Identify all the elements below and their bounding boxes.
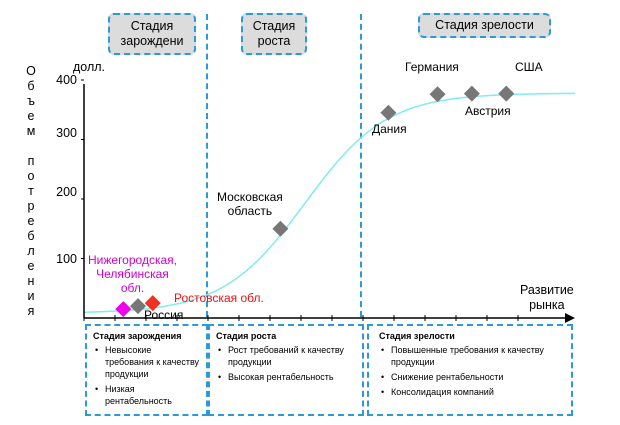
y-axis-title-letter: б [27,79,35,93]
y-axis-title-letter: м [26,124,36,138]
label-line: Челябинская [96,267,169,281]
label-line: Московская [217,190,283,204]
label-moscow: Московская область [217,190,283,218]
y-axis-title-letter: е [27,109,35,123]
data-point-marker [463,85,480,102]
y-tick-label: 200 [56,185,77,199]
x-axis-title-line1: Развитие [520,283,574,297]
stage-header-growth: Стадия роста [241,13,307,55]
y-axis-title-letter: р [27,199,35,213]
label-denmark: Дания [372,122,407,136]
label-line: Нижегородская, [88,253,177,267]
y-axis-title-letter: п [27,154,35,168]
label-nizhny-chelyabinsk: Нижегородская, Челябинская обл. [88,253,177,295]
y-axis-title-letter: т [28,184,34,198]
description-list: Рост требований к качеству продукции Выс… [216,344,356,383]
x-axis-title: Развитие рынка [520,283,574,313]
label-germany: Германия [405,60,459,74]
stage-header-maturity: Стадия зрелости [418,13,551,38]
y-axis-title-letter: я [27,304,35,318]
description-item: Невысокие требования к качеству продукци… [95,344,200,380]
stage-header-emergence: Стадия зарождени [108,13,196,55]
label-line: обл. [120,281,145,295]
data-point-marker [130,298,147,315]
description-item: Снижение рентабельности [381,371,565,383]
y-axis-title-letter: О [26,64,36,78]
description-item: Высокая рентабельность [218,371,356,383]
label-line: область [227,204,273,218]
description-title: Стадия зарождения [93,331,182,341]
label-rostov: Ростовская обл. [174,291,264,305]
y-axis-title-letter: и [27,289,35,303]
y-axis-title-letter: л [27,244,35,258]
description-item: Повышенные требования к качеству продукц… [381,344,565,368]
y-axis-title-letter: н [27,274,35,288]
data-point-marker [498,85,515,102]
label-russia: Россия [144,308,184,322]
x-axis-title-line2: рынка [529,298,565,312]
data-point-marker [144,295,161,312]
data-point-marker [115,301,132,318]
y-tick-label: 400 [56,73,77,87]
label-usa: США [515,60,543,74]
description-title: Стадия зрелости [379,331,455,341]
description-item: Рост требований к качеству продукции [218,344,356,368]
stage-divider-2 [360,14,362,317]
stage-header-maturity-label: Стадия зрелости [435,18,534,32]
y-axis-unit: долл. [73,60,106,74]
description-emergence: Стадия зарождения Невысокие требования к… [85,324,208,416]
y-axis-title-letter: ъ [27,94,35,108]
label-austria: Австрия [465,104,511,118]
y-tick-label: 100 [56,252,77,266]
description-growth: Стадия роста Рост требований к качеству … [208,324,364,416]
data-point-marker [429,86,446,103]
y-axis-title-letter: е [27,259,35,273]
description-list: Невысокие требования к качеству продукци… [93,344,200,407]
data-point-marker [380,104,397,121]
stage-header-growth-label: Стадия роста [252,19,296,48]
y-tick-label: 300 [56,126,77,140]
y-axis-title-letter: б [27,229,35,243]
stage-divider-1 [206,14,208,317]
stage-header-emergence-label: Стадия зарождени [120,19,184,48]
description-list: Повышенные требования к качеству продукц… [379,344,565,398]
y-axis-title-letter: о [27,169,35,183]
x-axis-arrow [565,313,575,323]
description-maturity: Стадия зрелости Повышенные требования к … [367,324,573,416]
y-axis-title-letter: е [27,214,35,228]
description-item: Низкая рентабельность [95,383,200,407]
description-title: Стадия роста [216,331,277,341]
data-point-marker [272,220,289,237]
description-item: Консолидация компаний [381,386,565,398]
market-curve [83,92,575,314]
